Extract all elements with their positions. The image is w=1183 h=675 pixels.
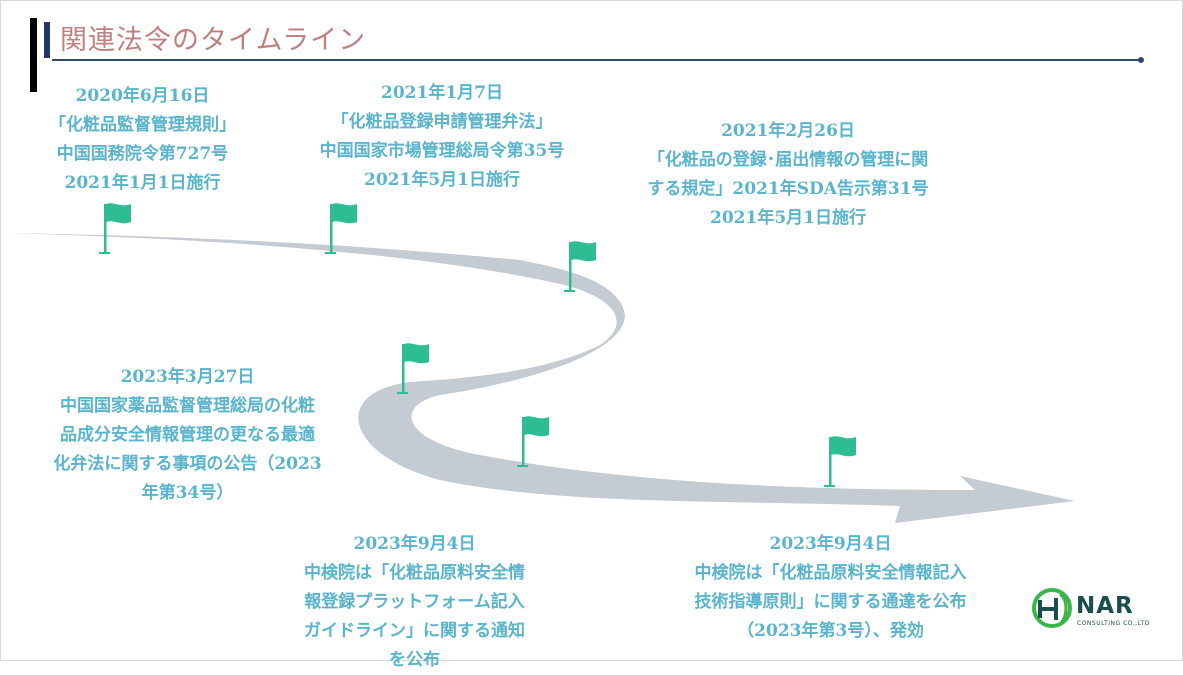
event-line: （2023年第3号）、発効 bbox=[737, 621, 924, 641]
timeline-event-4: 2023年3月27日 中国国家薬品監督管理総局の化粧 品成分安全情報管理の更なる… bbox=[15, 363, 360, 508]
event-line: 中国国家市場管理総局令第35号 bbox=[319, 141, 565, 161]
flag-icon bbox=[824, 436, 856, 487]
road-shape bbox=[0, 233, 1075, 523]
timeline-event-3: 2021年2月26日 「化粧品の登録･届出情報の管理に関 する規定」2021年S… bbox=[608, 117, 968, 233]
logo-text: NAR bbox=[1076, 593, 1134, 619]
timeline-event-2: 2021年1月7日 「化粧品登録申請管理弁法」 中国国家市場管理総局令第35号 … bbox=[283, 79, 601, 195]
flag-icon bbox=[397, 343, 429, 394]
event-date: 2023年3月27日 bbox=[120, 367, 255, 387]
title-underline-dot bbox=[1138, 57, 1144, 63]
event-date: 2023年9月4日 bbox=[769, 534, 892, 554]
event-date: 2023年9月4日 bbox=[353, 534, 476, 554]
event-line: 2021年5月1日施行 bbox=[710, 208, 866, 228]
event-line: 年第34号） bbox=[141, 483, 234, 503]
event-line: 「化粧品の登録･届出情報の管理に関 bbox=[647, 150, 929, 170]
flag-icon bbox=[325, 203, 357, 254]
event-line: 中検院は「化粧品原料安全情 bbox=[304, 563, 525, 583]
event-line: ガイドライン」に関する通知 bbox=[304, 621, 525, 641]
flag-icon bbox=[517, 416, 549, 467]
page-title: 関連法令のタイムライン bbox=[60, 25, 367, 56]
event-line: 中検院は「化粧品原料安全情報記入 bbox=[694, 563, 967, 583]
event-line: 「化粧品監督管理規則」 bbox=[49, 115, 236, 135]
timeline-event-5: 2023年9月4日 中検院は「化粧品原料安全情 報登録プラットフォーム記入 ガイ… bbox=[262, 530, 567, 675]
event-date: 2021年1月7日 bbox=[381, 83, 503, 103]
event-date: 2020年6月16日 bbox=[75, 86, 210, 106]
title-accent-bar-navy bbox=[44, 22, 50, 58]
timeline-event-1: 2020年6月16日 「化粧品監督管理規則」 中国国務院令第727号 2021年… bbox=[20, 82, 265, 198]
event-date: 2021年2月26日 bbox=[721, 121, 855, 141]
timeline-event-6: 2023年9月4日 中検院は「化粧品原料安全情報記入 技術指導原則」に関する通達… bbox=[648, 530, 1013, 646]
title-accent-bar bbox=[30, 18, 37, 92]
event-line: 2021年1月1日施行 bbox=[64, 173, 221, 193]
flag-icon bbox=[564, 241, 596, 292]
event-line: 中国国務院令第727号 bbox=[56, 144, 229, 164]
event-line: する規定」2021年SDA告示第31号 bbox=[647, 179, 929, 199]
logo-subtext: CONSULTING CO.,LTD bbox=[1077, 620, 1150, 627]
event-line: 化弁法に関する事項の公告（2023 bbox=[53, 454, 322, 474]
timeline-road bbox=[0, 233, 1075, 523]
company-logo-icon bbox=[1032, 588, 1072, 628]
event-line: 「化粧品登録申請管理弁法」 bbox=[331, 112, 553, 132]
event-line: 2021年5月1日施行 bbox=[364, 170, 520, 190]
event-line: 品成分安全情報管理の更なる最適 bbox=[60, 425, 315, 445]
event-line: 中国国家薬品監督管理総局の化粧 bbox=[60, 396, 315, 416]
event-line: 報登録プラットフォーム記入 bbox=[304, 592, 525, 612]
title-underline bbox=[52, 59, 1140, 61]
flag-icon bbox=[99, 203, 131, 254]
event-line: 技術指導原則」に関する通達を公布 bbox=[694, 592, 967, 612]
